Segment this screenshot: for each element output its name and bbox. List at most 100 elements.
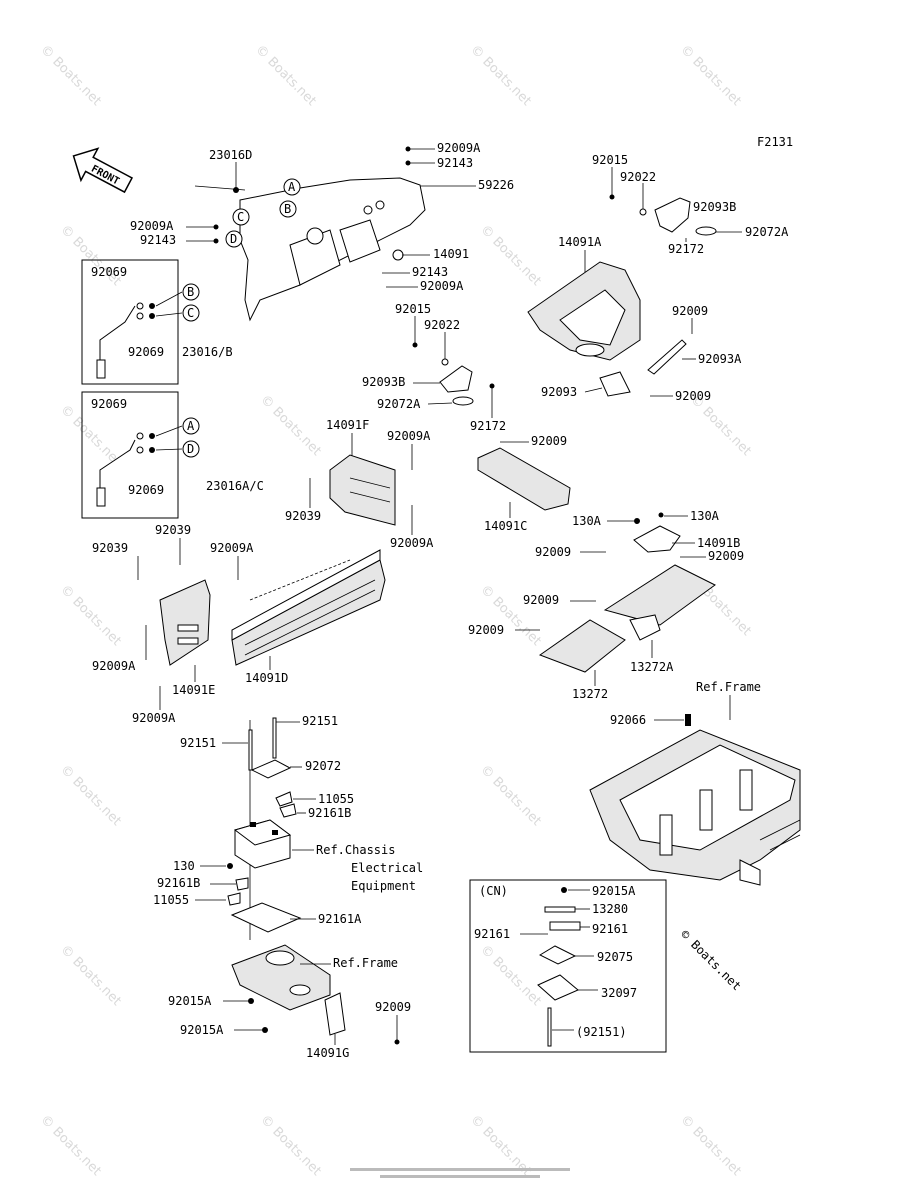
part-label: 92151 [302,714,338,728]
watermark: © Boats.net [677,1112,744,1179]
part-label: 23016/B [182,345,233,359]
part-label: 130A [572,514,602,528]
part-label: 32097 [601,986,637,1000]
watermark: © Boats.net [57,762,124,829]
watermark: © Boats.net [477,942,544,1009]
watermark: © Boats.net [37,42,104,109]
part-label: 92093B [362,375,405,389]
part-label: 14091F [326,418,369,432]
part-label: 92161 [592,922,628,936]
part-label: 92069 [91,397,127,411]
part-label: 14091C [484,519,527,533]
watermark: © Boats.net [477,222,544,289]
part-label: 92093B [693,200,736,214]
part-label: 92072A [377,397,421,411]
part-label: 13280 [592,902,628,916]
callout-d: D [182,440,200,458]
part-label: (92151) [576,1025,627,1039]
svg-text:C: C [187,306,194,320]
callout-d: D [225,230,243,248]
part-label: 92015A [168,994,212,1008]
part-label: 92172 [668,242,704,256]
part-label: 92009 [672,304,708,318]
part-label: 92039 [285,509,321,523]
dashboard-panel [239,177,426,322]
part-label: 23016A/C [206,479,264,493]
part-label: 92072A [745,225,789,239]
part-label: 92161B [157,876,200,890]
ref-label: Ref.Frame [333,956,398,970]
watermark: © Boats.net [477,762,544,829]
part-label: 92009 [375,1000,411,1014]
footer-fineprint [350,1168,570,1171]
part-label: 11055 [153,893,189,907]
detail-box-a-d [81,391,179,519]
part-label: 92009 [708,549,744,563]
part-label: 92039 [155,523,191,537]
watermark: © Boats.net [677,42,744,109]
watermark: © Boats.net [467,42,534,109]
watermark: © Boats.net [257,392,324,459]
callout-b: B [182,283,200,301]
svg-text:D: D [187,442,194,456]
watermark: © Boats.net [57,582,124,649]
part-label: 92022 [620,170,656,184]
part-label: 14091E [172,683,215,697]
watermark: © Boats.net [257,1112,324,1179]
ref-label: Ref.Frame [696,680,761,694]
part-label: 92066 [610,713,646,727]
part-label: 13272 [572,687,608,701]
part-label: 14091D [245,671,288,685]
svg-text:B: B [187,285,194,299]
ref-label: Equipment [351,879,416,893]
diagram-code: F2131 [757,135,793,149]
callout-a: A [283,178,301,196]
svg-text:A: A [187,419,195,433]
part-label: 92009A [132,711,176,725]
svg-text:A: A [288,180,296,194]
cn-detail-box [469,879,667,1053]
part-label: 130A [690,509,720,523]
part-label: 92161A [318,912,362,926]
callout-a: A [182,417,200,435]
watermark: © Boats.net [57,402,124,469]
cn-title: (CN) [479,884,508,898]
part-label: 92009A [210,541,254,555]
part-label: 92009A [387,429,431,443]
part-label: 13272A [630,660,674,674]
watermark: © Boats.net [37,1112,104,1179]
part-label: 92161 [474,927,510,941]
part-label: 92069 [91,265,127,279]
part-label: 23016D [209,148,252,162]
part-label: 92009 [535,545,571,559]
ref-label: Electrical [351,861,423,875]
battery-tray [231,944,331,1011]
part-label: 92022 [424,318,460,332]
part-label: 92161B [308,806,351,820]
part-label: 92009 [531,434,567,448]
part-label: 11055 [318,792,354,806]
vehicle-frame [589,729,801,886]
svg-text:C: C [237,210,244,224]
part-label: 92143 [412,265,448,279]
part-label: 92009 [675,389,711,403]
part-label: 92009 [523,593,559,607]
part-label: 92075 [597,950,633,964]
part-label: 59226 [478,178,514,192]
part-label: 92143 [437,156,473,170]
part-label: 92069 [128,345,164,359]
part-label: 92069 [128,483,164,497]
part-label: 14091G [306,1046,349,1060]
part-label: 92015 [395,302,431,316]
part-label: 92143 [140,233,176,247]
part-label: 92151 [180,736,216,750]
part-label: 92009A [390,536,434,550]
part-label: 92009A [92,659,136,673]
part-label: 92039 [92,541,128,555]
watermark: © Boats.net [57,942,124,1009]
part-label: 92015 [592,153,628,167]
watermark: © Boats.net [252,42,319,109]
detail-box-b-c [81,259,179,385]
part-label: 92009A [437,141,481,155]
